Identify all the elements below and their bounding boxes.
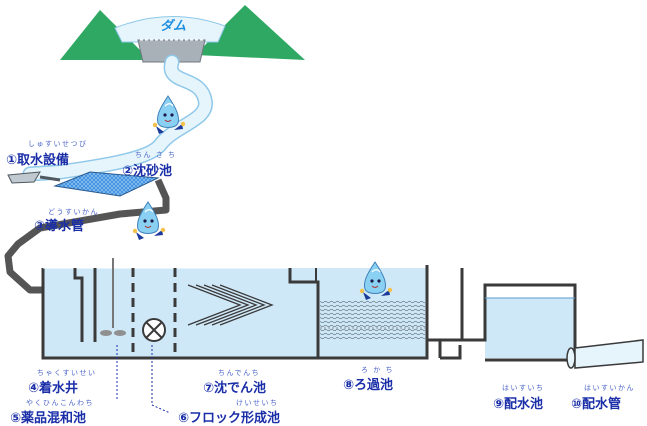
reading-receiving-well: ちゃくすいせい (37, 369, 97, 377)
reading-sand-basin: ちん さ ち (135, 151, 177, 159)
sand-settling-basin (53, 171, 160, 197)
reading-distribution-reservoir: はいすいち (502, 384, 545, 392)
stirring-paddle-icon (100, 258, 126, 336)
label-flocculation: ⑥フロック形成池 (178, 411, 281, 426)
filter-media (320, 300, 425, 340)
reading-conveyance: どうすいかん (48, 208, 99, 216)
reading-flocculation: けいせいち (236, 399, 279, 407)
label-filtration: ⑧ろ過池 (343, 378, 394, 393)
treatment-plant (41, 258, 442, 360)
label-sedimentation: ⑦沈でん池 (203, 381, 267, 396)
reading-intake: しゅすいせつび (28, 140, 88, 148)
intake-pipe (39, 175, 61, 182)
conveyance-pipe (4, 178, 170, 294)
settling-plates (187, 284, 274, 326)
reading-chemical-mixing: やくひんこんわち (26, 399, 94, 407)
distribution-pipe (566, 339, 644, 369)
label-receiving-well: ④着水井 (28, 381, 79, 396)
circle-x-flocculator-icon (142, 318, 166, 342)
distribution-reservoir (440, 268, 577, 362)
intake-structure (7, 171, 41, 184)
label-sand-basin: ②沈砂池 (122, 164, 173, 179)
label-distribution-reservoir: ⑨配水池 (493, 397, 544, 412)
label-chemical-mixing: ⑤薬品混和池 (10, 411, 87, 426)
reading-filtration: ろ か ち (361, 366, 394, 374)
pointer-flocculation (151, 345, 171, 414)
reservoir (114, 15, 226, 43)
left-mountain (60, 10, 150, 60)
river (24, 56, 212, 180)
right-mountain (195, 5, 305, 60)
reading-distribution-pipe: はいすいかん (584, 384, 635, 392)
mountains-and-dam (60, 5, 305, 63)
dam-label: ダム (160, 19, 187, 34)
label-intake: ①取水設備 (6, 153, 70, 168)
reading-sedimentation: ちんでんち (218, 369, 261, 377)
label-conveyance: ③導水管 (34, 219, 85, 234)
label-distribution-pipe: ⑩配水管 (571, 397, 622, 412)
